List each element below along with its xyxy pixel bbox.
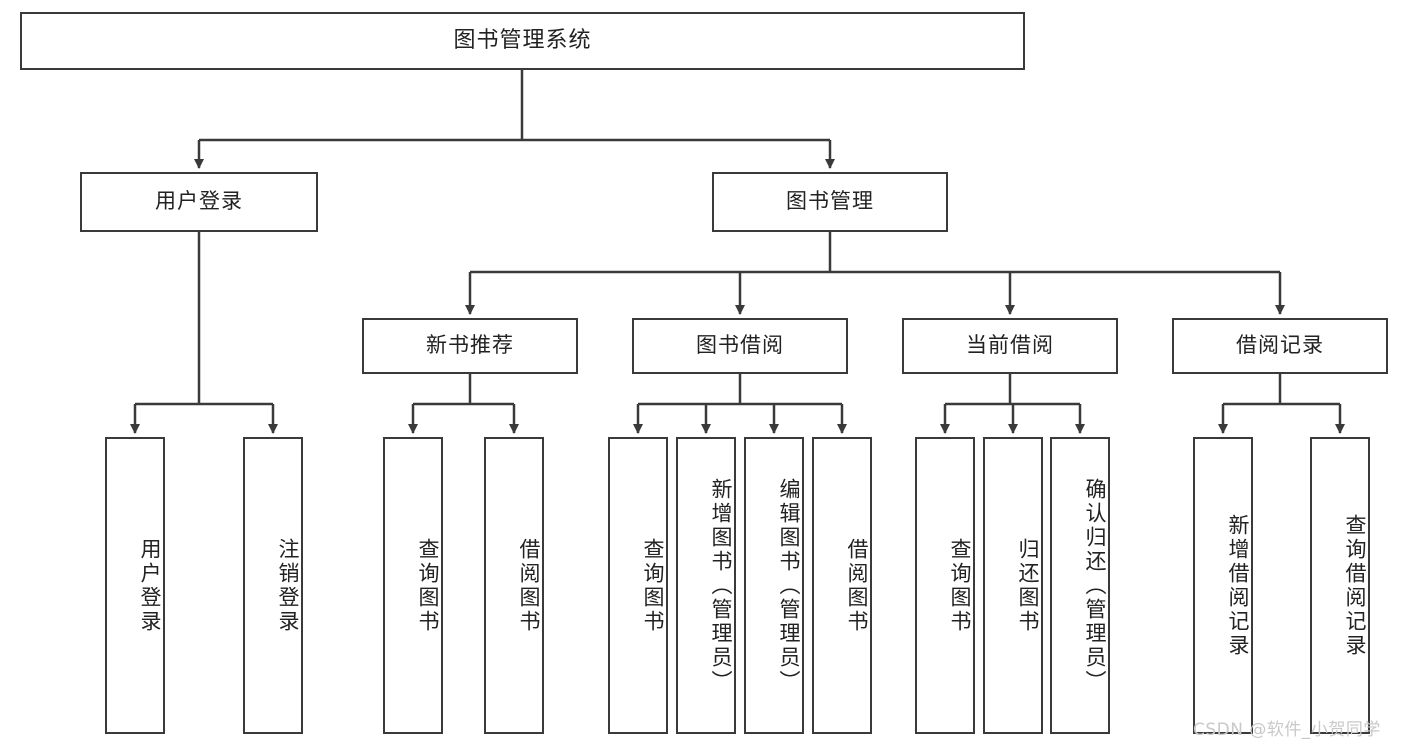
node-book-borrow-label: 图书借阅 [696, 333, 784, 358]
leaf-borrow-edit-book[interactable]: 编辑图书（管理员） [744, 437, 804, 734]
leaf-newbook-borrow-book-label: 借阅图书 [517, 537, 541, 634]
node-borrow-record-label: 借阅记录 [1236, 333, 1324, 358]
node-borrow-record[interactable]: 借阅记录 [1172, 318, 1388, 374]
leaf-borrow-edit-book-label: 编辑图书（管理员） [777, 477, 801, 694]
leaf-newbook-query-book[interactable]: 查询图书 [383, 437, 443, 734]
leaf-record-query-record[interactable]: 查询借阅记录 [1310, 437, 1370, 734]
leaf-borrow-add-book-label: 新增图书（管理员） [709, 477, 733, 694]
node-root-label: 图书管理系统 [453, 27, 592, 53]
node-root-system[interactable]: 图书管理系统 [20, 12, 1025, 70]
leaf-newbook-query-book-label: 查询图书 [416, 537, 440, 634]
node-book-management-label: 图书管理 [786, 189, 874, 214]
leaf-borrow-query-book-label: 查询图书 [641, 537, 665, 634]
leaf-borrow-add-book[interactable]: 新增图书（管理员） [676, 437, 736, 734]
leaf-borrow-borrow-book[interactable]: 借阅图书 [812, 437, 872, 734]
leaf-current-return-book[interactable]: 归还图书 [983, 437, 1043, 734]
node-current-borrow-label: 当前借阅 [966, 333, 1054, 358]
leaf-record-query-record-label: 查询借阅记录 [1343, 513, 1367, 658]
node-user-login-label: 用户登录 [155, 189, 243, 214]
node-new-book-recommend-label: 新书推荐 [426, 333, 514, 358]
leaf-current-query-book-label: 查询图书 [948, 537, 972, 634]
node-user-login[interactable]: 用户登录 [80, 172, 318, 232]
leaf-user-logout[interactable]: 注销登录 [243, 437, 303, 734]
leaf-user-login-label: 用户登录 [138, 537, 162, 634]
leaf-user-logout-label: 注销登录 [276, 537, 300, 634]
leaf-borrow-query-book[interactable]: 查询图书 [608, 437, 668, 734]
node-new-book-recommend[interactable]: 新书推荐 [362, 318, 578, 374]
leaf-user-login[interactable]: 用户登录 [105, 437, 165, 734]
leaf-borrow-borrow-book-label: 借阅图书 [845, 537, 869, 634]
leaf-newbook-borrow-book[interactable]: 借阅图书 [484, 437, 544, 734]
leaf-record-add-record-label: 新增借阅记录 [1226, 513, 1250, 658]
csdn-watermark: CSDN @软件_小贺同学 [1193, 720, 1381, 740]
node-book-management[interactable]: 图书管理 [712, 172, 948, 232]
leaf-current-confirm-return-label: 确认归还（管理员） [1083, 477, 1107, 694]
leaf-current-query-book[interactable]: 查询图书 [915, 437, 975, 734]
node-current-borrow[interactable]: 当前借阅 [902, 318, 1118, 374]
leaf-current-return-book-label: 归还图书 [1016, 537, 1040, 634]
node-book-borrow[interactable]: 图书借阅 [632, 318, 848, 374]
leaf-current-confirm-return[interactable]: 确认归还（管理员） [1050, 437, 1110, 734]
leaf-record-add-record[interactable]: 新增借阅记录 [1193, 437, 1253, 734]
